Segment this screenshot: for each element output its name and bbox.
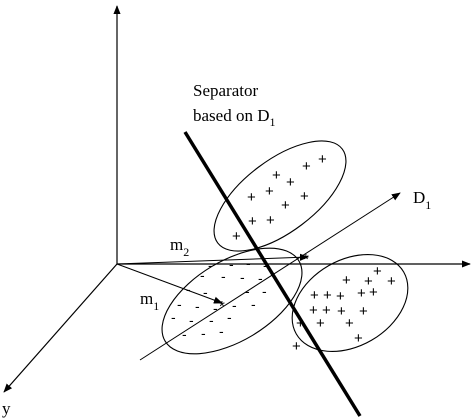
plus-symbol: + — [373, 263, 382, 280]
minus-symbol: - — [208, 257, 213, 273]
minus-symbol: - — [200, 267, 205, 283]
plus-symbol: + — [318, 151, 327, 168]
plus-symbol: + — [387, 273, 396, 290]
d1-direction-line — [139, 192, 401, 361]
minus-symbol: - — [219, 323, 224, 339]
minus-symbol: - — [229, 256, 234, 272]
m2-star-marker: * — [303, 251, 309, 268]
plus-symbol: + — [337, 303, 346, 320]
plus-symbol: + — [322, 302, 331, 319]
minus-symbol: - — [182, 326, 187, 342]
upper-plus-group: + + + + + + + + + + + — [232, 151, 327, 245]
m2-label-main: m — [170, 235, 183, 254]
plus-symbol: + — [296, 315, 305, 332]
separator-label-line1: Separator — [193, 81, 258, 100]
plus-symbol: + — [302, 158, 311, 175]
separator-line — [183, 131, 362, 417]
m1-vector — [116, 263, 223, 304]
positive-cluster-lower — [291, 253, 409, 353]
plus-symbol: + — [266, 212, 275, 229]
minus-symbol: - — [195, 298, 200, 314]
plus-symbol: + — [281, 197, 290, 214]
plus-symbol: + — [292, 338, 301, 355]
minus-group: - - - - - - - - - - - - - - - - - - - - … — [171, 255, 268, 342]
plus-symbol: + — [232, 228, 241, 245]
lower-plus-group: + + + + + + + + + + + + + + + + + + — [292, 263, 396, 355]
plus-symbol: + — [323, 287, 332, 304]
plus-symbol: + — [342, 272, 351, 289]
m2-vector — [116, 253, 309, 265]
plus-symbol: + — [316, 315, 325, 332]
y-axis-label: y — [2, 399, 11, 418]
positive-cluster-upper — [213, 140, 347, 252]
plus-symbol: + — [354, 330, 363, 347]
plus-symbol: + — [359, 303, 368, 320]
plus-symbol: + — [265, 183, 274, 200]
minus-symbol: - — [240, 269, 245, 285]
plus-symbol: + — [336, 288, 345, 305]
negative-cluster — [161, 247, 303, 355]
m2-label-subscript: 2 — [183, 245, 189, 259]
separator-label-subscript: 1 — [269, 115, 275, 129]
plus-symbol: + — [310, 287, 319, 304]
minus-symbol: - — [213, 300, 218, 316]
minus-symbol: - — [245, 283, 250, 299]
minus-symbol: - — [262, 283, 267, 299]
minus-symbol: - — [186, 281, 191, 297]
minus-symbol: - — [177, 296, 182, 312]
minus-symbol: - — [189, 312, 194, 328]
minus-symbol: - — [263, 257, 268, 273]
plus-symbol: + — [286, 174, 295, 191]
plus-symbol: + — [248, 213, 257, 230]
plus-symbol: + — [247, 189, 256, 206]
minus-symbol: - — [251, 296, 256, 312]
plus-symbol: + — [272, 167, 281, 184]
minus-symbol: - — [201, 325, 206, 341]
m1-label: m1 — [140, 289, 159, 313]
m1-star-marker: * — [219, 298, 225, 315]
plus-symbol: + — [369, 284, 378, 301]
separator-label-line2: based on D1 — [193, 106, 275, 129]
plus-symbol: + — [345, 315, 354, 332]
m1-label-subscript: 1 — [153, 299, 159, 313]
minus-symbol: - — [246, 255, 251, 271]
d1-label-subscript: 1 — [425, 198, 431, 212]
separator-label-main: based on D — [193, 106, 269, 125]
plus-symbol: + — [357, 285, 366, 302]
d1-label: D1 — [413, 188, 431, 212]
y-axis — [3, 263, 118, 393]
minus-symbol: - — [203, 284, 208, 300]
d1-label-main: D — [413, 188, 425, 207]
plus-symbol: + — [309, 302, 318, 319]
m1-label-main: m — [140, 289, 153, 308]
minus-symbol: - — [258, 270, 263, 286]
minus-symbol: - — [171, 309, 176, 325]
m2-label: m2 — [170, 235, 189, 259]
minus-symbol: - — [209, 312, 214, 328]
plus-symbol: + — [300, 188, 309, 205]
minus-symbol: - — [227, 309, 232, 325]
minus-symbol: - — [232, 297, 237, 313]
minus-symbol: - — [221, 268, 226, 284]
plus-symbol: + — [364, 273, 373, 290]
